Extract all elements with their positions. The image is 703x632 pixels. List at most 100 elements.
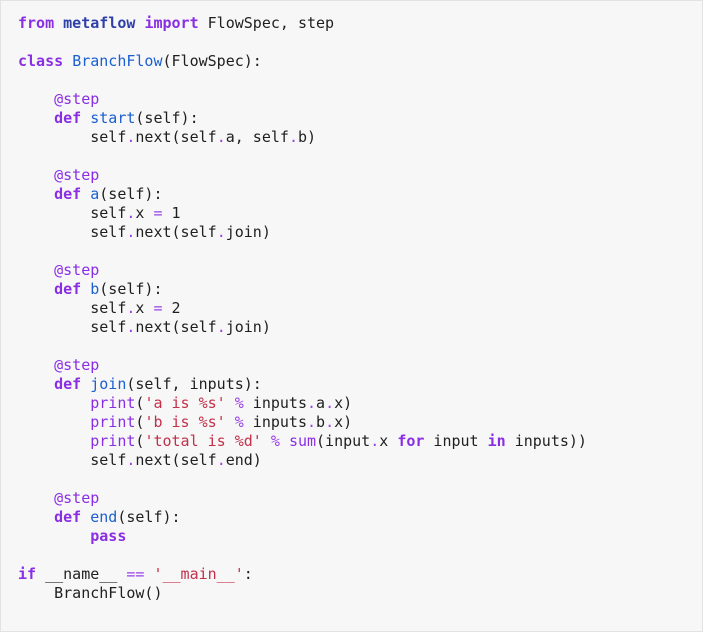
code-token: @step: [54, 166, 100, 184]
code-token: inputs: [243, 394, 307, 412]
code-token: next(self: [135, 223, 217, 241]
code-token: %: [234, 413, 244, 431]
code-token: [18, 109, 54, 127]
code-token: (self):: [99, 280, 163, 298]
code-token: .: [216, 318, 226, 336]
code-token: FlowSpec, step: [198, 14, 335, 32]
code-token: 'a is %s': [144, 394, 226, 412]
code-token: %: [270, 432, 280, 450]
code-token: def: [54, 375, 82, 393]
code-line: [18, 337, 702, 356]
code-token: inputs: [243, 413, 307, 431]
code-token: self: [18, 451, 127, 469]
code-token: x): [334, 394, 353, 412]
code-token: .: [126, 204, 136, 222]
code-token: next(self: [135, 318, 217, 336]
code-token: .: [216, 451, 226, 469]
code-line: @step: [18, 356, 702, 375]
code-token: (self):: [117, 508, 181, 526]
code-line: [18, 242, 702, 261]
code-token: self: [18, 204, 127, 222]
code-token: [54, 14, 63, 32]
code-token: [262, 432, 271, 450]
code-token: x: [135, 204, 154, 222]
code-token: .: [126, 299, 136, 317]
code-token: (: [135, 413, 145, 431]
code-token: [18, 185, 54, 203]
code-line: [18, 470, 702, 489]
code-token: join): [225, 318, 271, 336]
code-token: 'b is %s': [144, 413, 226, 431]
code-line: [18, 147, 702, 166]
code-token: (self, inputs):: [126, 375, 262, 393]
code-token: (input: [316, 432, 371, 450]
code-token: if: [18, 565, 37, 583]
code-token: [18, 508, 54, 526]
code-token: self: [18, 318, 127, 336]
code-token: =: [153, 299, 163, 317]
code-token: .: [216, 223, 226, 241]
code-line: self.x = 1: [18, 204, 702, 223]
code-token: .: [325, 413, 335, 431]
code-line: pass: [18, 527, 702, 546]
code-token: [18, 375, 54, 393]
code-token: [81, 109, 90, 127]
code-token: 'total is %d': [144, 432, 262, 450]
code-token: for: [397, 432, 425, 450]
code-token: [18, 356, 54, 374]
code-token: self: [18, 223, 127, 241]
code-token: [18, 90, 54, 108]
code-token: inputs)): [505, 432, 587, 450]
code-token: .: [370, 432, 380, 450]
code-line: self.x = 2: [18, 299, 702, 318]
code-block: from metaflow import FlowSpec, step class…: [18, 14, 702, 603]
code-token: self: [18, 128, 127, 146]
code-token: .: [126, 318, 136, 336]
code-token: def: [54, 508, 82, 526]
code-token: [18, 489, 54, 507]
code-token: @step: [54, 90, 100, 108]
code-token: a: [90, 185, 100, 203]
code-token: def: [54, 280, 82, 298]
code-line: def a(self):: [18, 185, 702, 204]
code-token: .: [126, 451, 136, 469]
code-token: (FlowSpec):: [162, 52, 262, 70]
code-line: self.next(self.end): [18, 451, 702, 470]
code-token: [18, 261, 54, 279]
code-token: x): [334, 413, 353, 431]
code-line: [18, 71, 702, 90]
code-token: (self):: [135, 109, 199, 127]
code-token: [18, 394, 90, 412]
code-token: pass: [90, 527, 127, 545]
code-line: def end(self):: [18, 508, 702, 527]
code-token: [280, 432, 289, 450]
code-line: self.next(self.join): [18, 318, 702, 337]
code-line: @step: [18, 489, 702, 508]
code-token: [18, 527, 90, 545]
code-token: .: [307, 413, 317, 431]
code-token: sum: [288, 432, 317, 450]
code-line: @step: [18, 166, 702, 185]
code-token: [226, 394, 235, 412]
code-line: from metaflow import FlowSpec, step: [18, 14, 702, 33]
code-line: print('total is %d' % sum(input.x for in…: [18, 432, 702, 451]
code-token: .: [126, 128, 136, 146]
code-token: (: [135, 432, 145, 450]
code-token: [81, 508, 90, 526]
code-token: %: [234, 394, 244, 412]
code-token: .: [325, 394, 335, 412]
code-line: self.next(self.join): [18, 223, 702, 242]
code-token: [63, 52, 72, 70]
code-token: @step: [54, 356, 100, 374]
code-token: def: [54, 109, 82, 127]
code-token: [81, 280, 90, 298]
code-line: print('a is %s' % inputs.a.x): [18, 394, 702, 413]
code-line: def start(self):: [18, 109, 702, 128]
code-token: b): [297, 128, 317, 146]
code-token: [18, 280, 54, 298]
code-token: [81, 375, 90, 393]
code-line: def b(self):: [18, 280, 702, 299]
code-token: end): [225, 451, 262, 469]
code-line: class BranchFlow(FlowSpec):: [18, 52, 702, 71]
code-token: '__main__': [153, 565, 244, 583]
